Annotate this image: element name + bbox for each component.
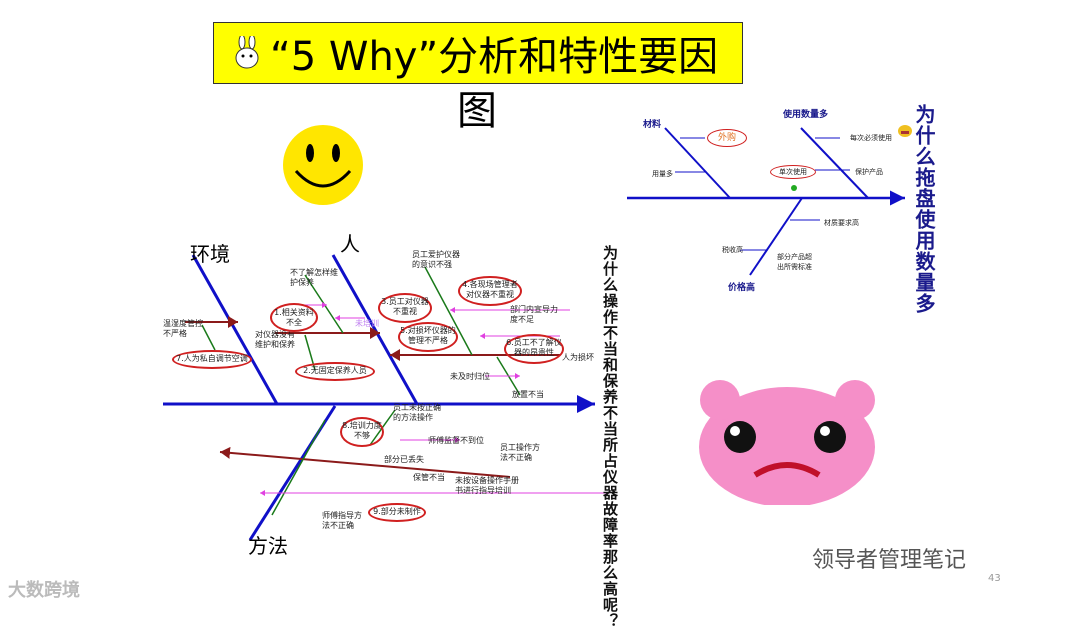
label: 人为损坏	[562, 353, 594, 362]
category-usage: 使用数量多	[783, 110, 829, 120]
circled-cause: 单次使用	[770, 165, 816, 179]
page-number: 43	[988, 573, 1001, 584]
smiley-icon	[283, 125, 363, 205]
left-question: 为什么操作不当和保养不当所占仪器故障率那么高呢？	[601, 245, 619, 629]
circled-cause: 3.员工对仪器不重视	[378, 293, 432, 323]
circled-cause: 7.人为私自调节空调	[172, 350, 252, 369]
label: 不了解怎样维护保养	[290, 268, 338, 287]
brand-logo: 大数跨境	[8, 580, 80, 601]
label: 部门内宣导力度不足	[510, 305, 558, 324]
circled-cause: 4.各现场管理者对仪器不重视	[458, 276, 522, 306]
circled-cause: 外购	[707, 129, 747, 147]
circled-cause: 6.员工不了解仪器的昂贵性	[504, 334, 564, 364]
label: 对仪器没有维护和保养	[255, 330, 295, 349]
category-people: 人	[340, 232, 360, 256]
crying-character-image	[695, 375, 880, 505]
crying-emoji-icon	[898, 125, 912, 137]
circled-cause: 1.相关资料不全	[270, 303, 318, 332]
circled-cause: 2.无固定保养人员	[295, 362, 375, 381]
label: 师傅监督不到位	[428, 436, 484, 445]
label: 保管不当	[413, 473, 445, 482]
label: 员工未按正确的方法操作	[393, 403, 441, 422]
category-method: 方法	[248, 534, 288, 558]
title-box	[213, 22, 743, 84]
slide-title-line2: 图	[457, 88, 497, 134]
label: 未按设备操作手册书进行指导培训	[455, 476, 519, 495]
label: 师傅指导方法不正确	[322, 511, 362, 530]
label: 材质要求高	[824, 219, 859, 227]
category-material: 材料	[643, 120, 662, 130]
label: 员工操作方法不正确	[500, 443, 540, 462]
label: 部分已丢失	[384, 455, 424, 464]
label: 放置不当	[512, 390, 544, 399]
right-fishbone-diagram	[627, 127, 905, 276]
slide-title: “5 Why”分析和特性要因	[270, 34, 719, 80]
category-price: 价格高	[728, 283, 756, 293]
bone-environment	[191, 254, 279, 405]
label: 用量多	[652, 170, 673, 178]
label: 保护产品	[855, 168, 883, 176]
label: 温湿度管控不严格	[163, 319, 203, 338]
label: 员工爱护仪器的意识不强	[412, 250, 460, 269]
circled-cause: 5.对损坏仪器的管理不严格	[398, 322, 458, 352]
label: 未及时归位	[450, 372, 490, 381]
label: 未培训	[355, 319, 379, 328]
bunny-icon	[235, 36, 259, 69]
circled-cause: 8.培训力度不够	[340, 417, 384, 447]
label: 税收高	[722, 246, 743, 254]
right-question: 为什么拖盘使用数量多	[912, 104, 936, 314]
category-environment: 环境	[190, 242, 230, 266]
label: 部分产品超出所需标准	[777, 253, 812, 271]
watermark: 领导者管理笔记	[812, 548, 967, 573]
circled-cause: 9.部分未制作	[368, 503, 426, 522]
label: 每次必须使用	[850, 134, 892, 142]
